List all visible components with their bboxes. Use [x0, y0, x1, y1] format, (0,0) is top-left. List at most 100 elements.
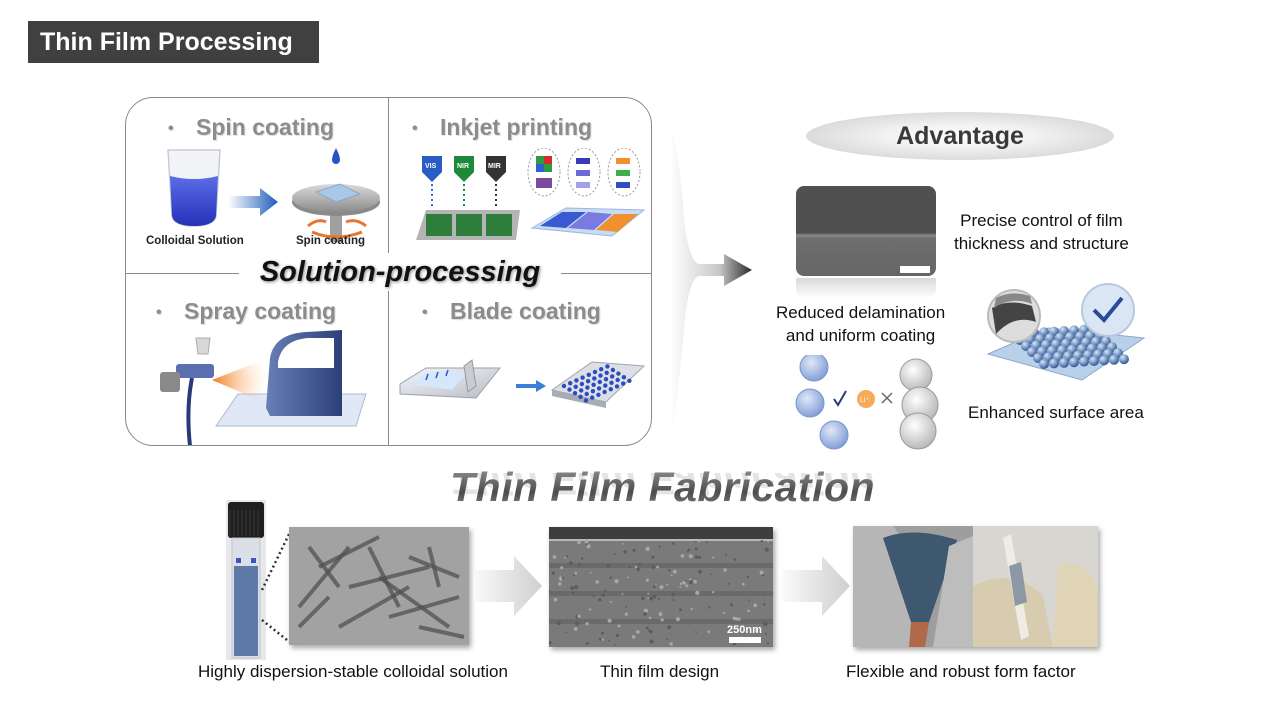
solution-processing-label: Solution-processing — [239, 253, 561, 291]
process-arrow-1 — [474, 556, 542, 616]
grain — [680, 554, 685, 558]
grain — [695, 630, 698, 633]
grain — [638, 562, 642, 566]
grain — [723, 568, 727, 572]
nozzle-label-nir: NIR — [457, 163, 469, 170]
grain — [697, 540, 700, 543]
grain — [697, 555, 702, 560]
nozzle-label-mir: MIR — [488, 163, 501, 170]
grain — [568, 561, 573, 565]
grain — [609, 600, 612, 603]
cross-icon — [881, 392, 893, 404]
nanorod — [307, 545, 341, 589]
nanostructure-dot — [603, 383, 608, 388]
grain — [621, 593, 624, 595]
spin-coater-icon — [292, 148, 380, 242]
grain — [657, 598, 660, 601]
blade-coating-illustration — [399, 359, 646, 408]
scale-label: 250nm — [727, 624, 762, 636]
grain — [671, 592, 676, 597]
grain — [603, 590, 606, 593]
grain — [585, 642, 589, 645]
nanostructure-dot — [627, 378, 632, 383]
method-title-spin-coating: •Spin coating — [168, 114, 334, 141]
nanostructure-dot — [621, 375, 627, 380]
method-title-inkjet-printing: •Inkjet printing — [412, 114, 592, 141]
sem-cross-section-image — [796, 186, 936, 276]
grain — [747, 609, 750, 613]
grain — [574, 571, 578, 575]
nanostructure-dot — [616, 371, 621, 376]
sem-image-reflection — [796, 278, 936, 298]
film-texture — [549, 539, 770, 646]
grain — [614, 579, 619, 584]
grain — [682, 580, 686, 585]
grain — [609, 576, 613, 579]
nanostructure-dot — [561, 383, 567, 389]
grain — [636, 567, 640, 571]
grain — [754, 628, 759, 633]
grain — [585, 622, 589, 626]
method-label: Spin coating — [196, 114, 334, 140]
nanostructure-dot — [610, 367, 616, 373]
grain — [672, 599, 675, 601]
grain — [670, 574, 673, 577]
grain — [645, 578, 650, 582]
grain — [684, 580, 687, 582]
grain — [577, 614, 581, 618]
zoom-dotted-lines — [260, 527, 294, 645]
grain — [589, 571, 592, 574]
advantage-enhanced-surface-area: Enhanced surface area — [968, 403, 1144, 422]
grain — [573, 626, 578, 631]
grain — [694, 547, 698, 551]
grain — [760, 539, 764, 543]
grain — [748, 599, 751, 602]
grain — [573, 585, 579, 590]
grain — [725, 554, 728, 557]
grain — [727, 582, 730, 585]
grain — [734, 616, 738, 621]
method-label: Spray coating — [184, 298, 337, 324]
spray-coating-illustration — [160, 330, 367, 445]
grain — [577, 540, 581, 545]
grain — [729, 603, 733, 607]
grain — [560, 566, 564, 570]
grain — [652, 594, 657, 599]
nanostructure-dot — [610, 374, 615, 379]
grain — [625, 605, 628, 608]
grain — [617, 624, 621, 628]
nanosphere — [1099, 355, 1109, 366]
grain — [746, 575, 750, 578]
nanostructure-dot — [591, 382, 596, 387]
grain — [645, 626, 649, 630]
scale-bar — [900, 266, 930, 273]
grain — [678, 608, 682, 612]
nanostructure-dot — [605, 364, 610, 369]
grain — [643, 608, 649, 613]
grain — [622, 542, 624, 545]
grain — [595, 580, 599, 584]
grain — [671, 542, 675, 545]
grain — [688, 580, 693, 585]
check-icon — [833, 390, 847, 407]
advantage-line: and uniform coating — [785, 326, 936, 345]
grain — [667, 625, 672, 630]
nanostructure-dot — [579, 381, 585, 387]
grain — [626, 576, 629, 579]
particle-icon — [795, 388, 825, 418]
nanorod — [377, 575, 451, 629]
grain — [549, 641, 552, 645]
advantage-heading: Advantage — [806, 112, 1114, 160]
aggregate-particle-icon — [899, 412, 937, 450]
grain — [600, 631, 604, 635]
grain — [615, 633, 620, 638]
grain — [686, 550, 689, 553]
grain — [763, 603, 766, 606]
grain — [598, 598, 602, 602]
grain — [647, 597, 650, 599]
grain — [647, 592, 650, 595]
blade-coater-icon — [399, 359, 502, 399]
step-caption-form-factor: Flexible and robust form factor — [846, 662, 1076, 681]
grain — [556, 620, 561, 626]
grain — [598, 637, 602, 641]
